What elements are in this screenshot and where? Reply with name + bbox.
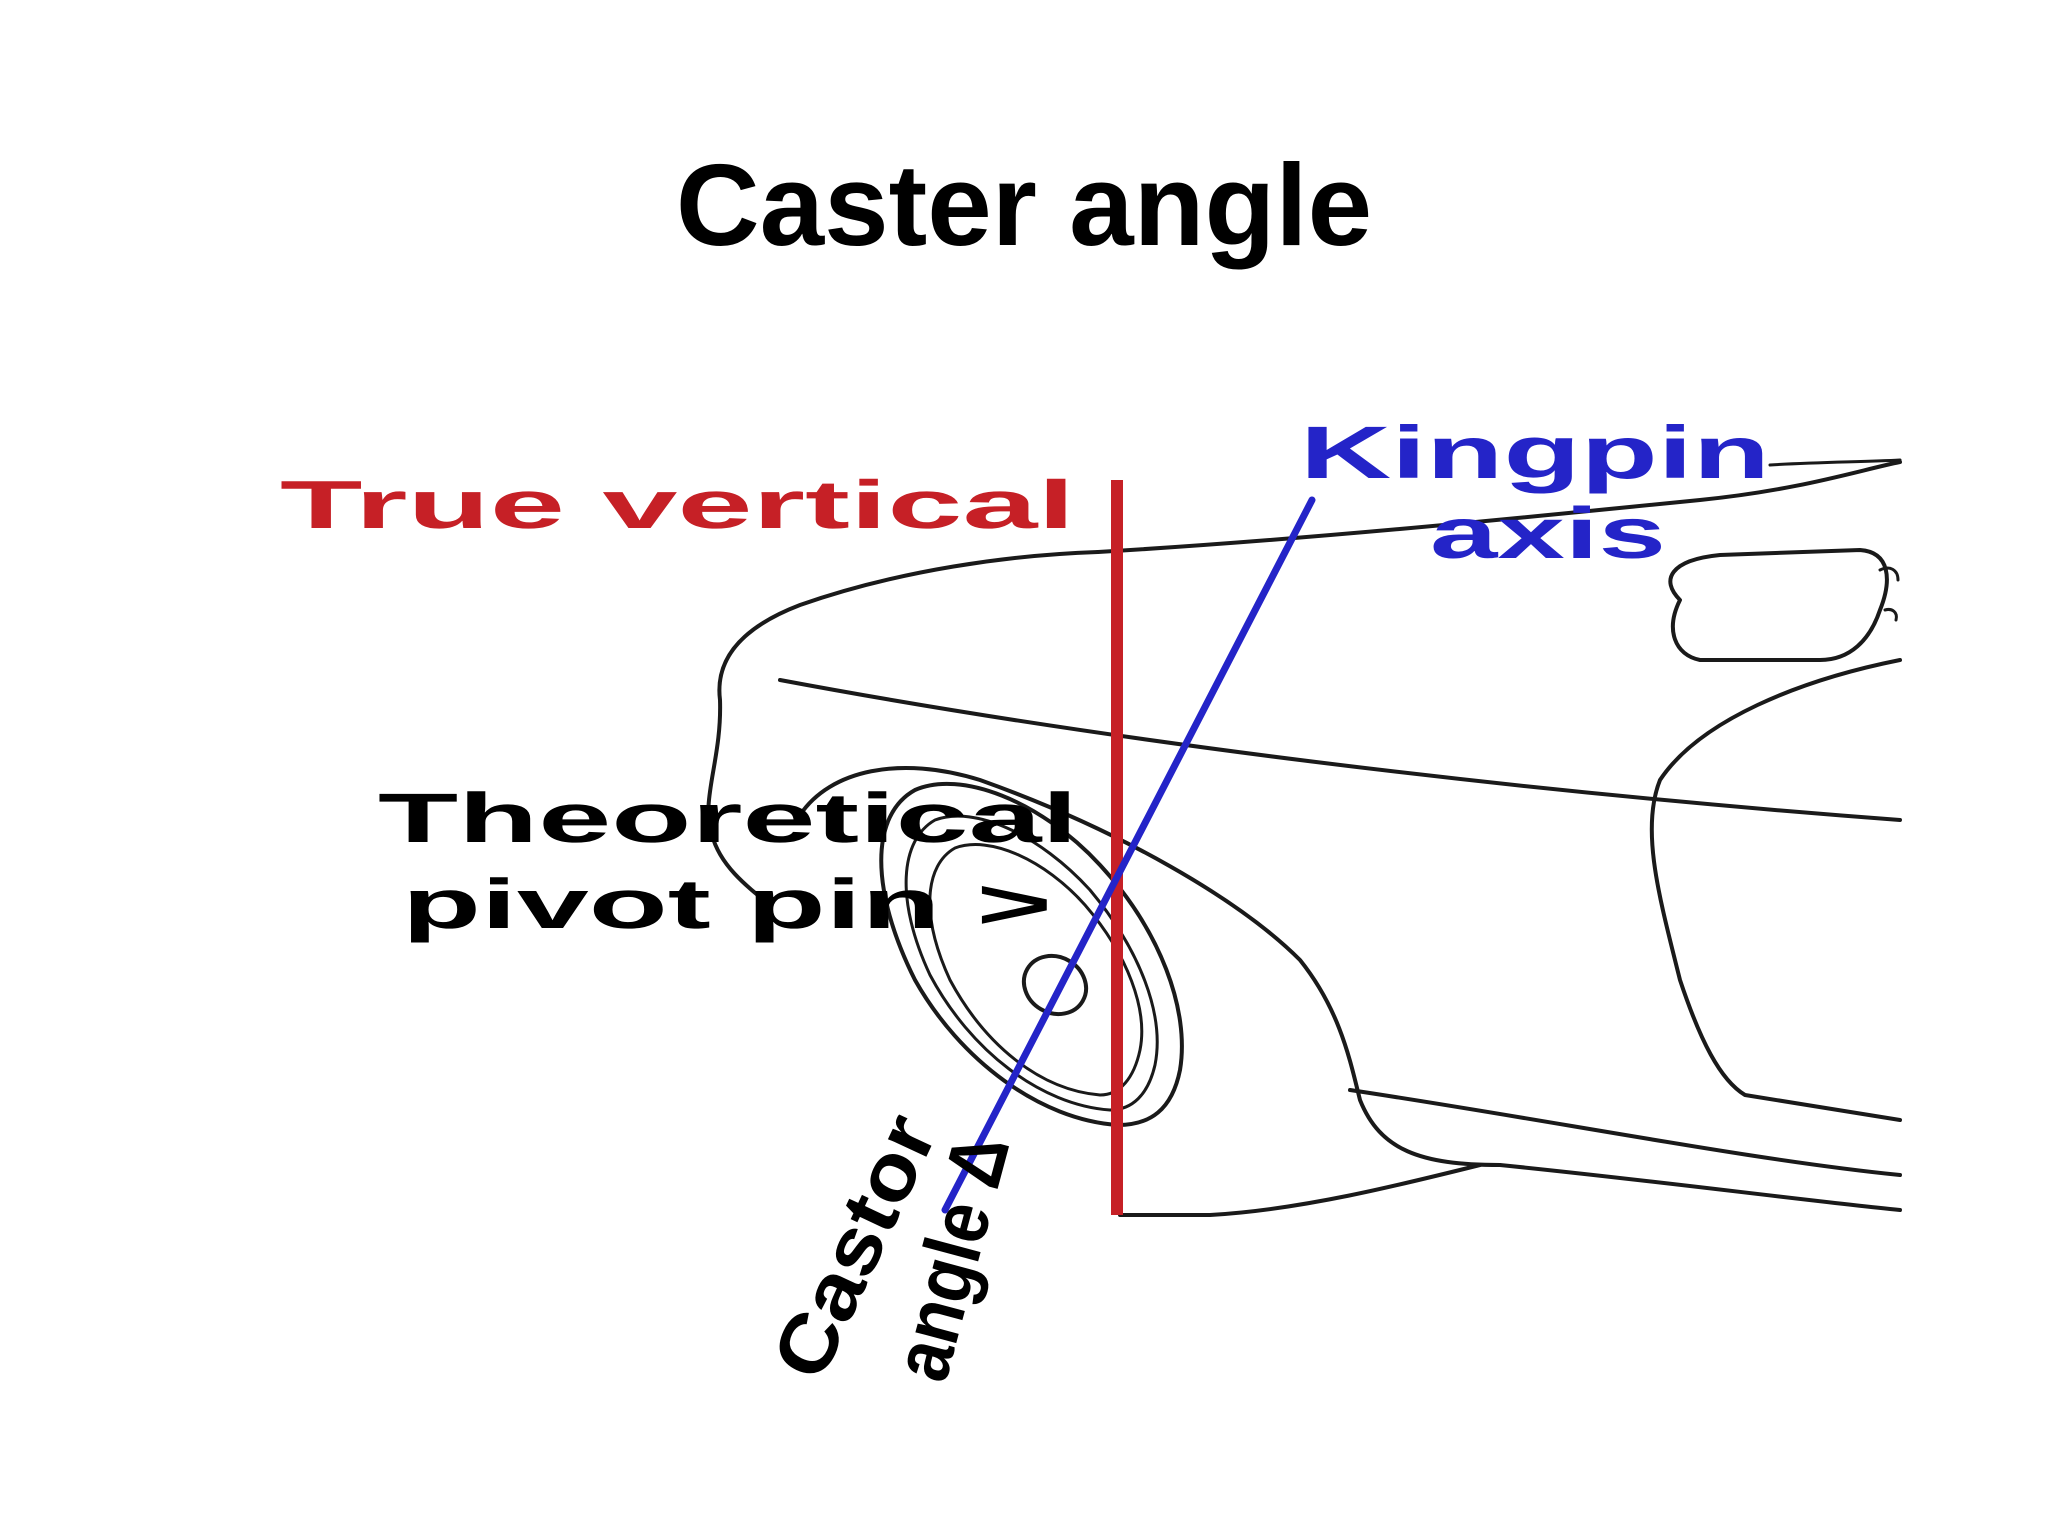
true-vertical-label: True vertical: [280, 467, 1075, 543]
window-shape: [1668, 548, 1889, 662]
fender-top-curve: [706, 550, 1100, 907]
bumper-bottom: [1498, 1163, 1902, 1212]
kingpin-axis-line: [941, 496, 1316, 1214]
hub-nut: [1021, 953, 1089, 1017]
wheel-hub: [879, 781, 1184, 1127]
wheel-inner-ring-2: [928, 843, 1144, 1097]
pivot-label-line2: pivot pin >: [402, 865, 1052, 943]
car-body-outline: [706, 458, 1902, 1217]
lower-sill-line: [1118, 1163, 1482, 1217]
roof-line: [1096, 460, 1902, 554]
body-crease-line: [778, 678, 1902, 822]
wheel-arch: [798, 765, 1502, 1167]
wheel-outer-ring: [879, 781, 1184, 1127]
pivot-label-line1: Theoretical: [378, 779, 1078, 857]
door-edge-curve: [1649, 658, 1902, 1122]
mirror-bumps: [1878, 566, 1900, 622]
wheel-inner-ring-1: [904, 814, 1159, 1112]
upper-roof-line: [1768, 458, 1902, 467]
kingpin-label-line2: axis: [1430, 494, 1666, 574]
slide-title: Caster angle: [675, 140, 1373, 270]
kingpin-label-line1: Kingpin: [1300, 411, 1770, 494]
sill-line: [1348, 1088, 1902, 1177]
